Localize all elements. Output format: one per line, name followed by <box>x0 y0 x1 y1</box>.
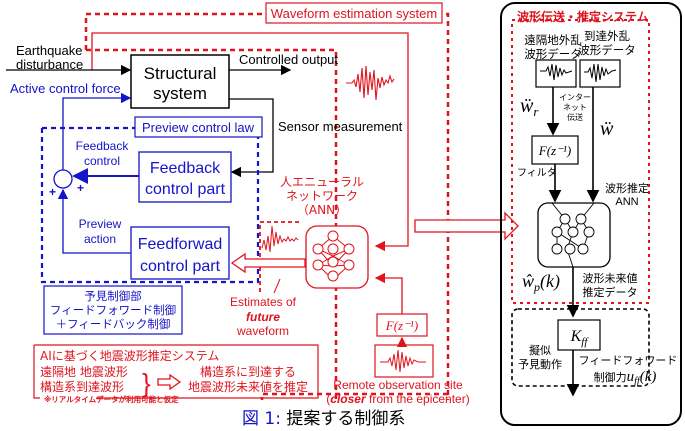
arrival-data-label-2: 波形データ <box>578 43 636 57</box>
estimates-label-1: Estimates of <box>230 295 297 309</box>
arrival-data-waveform-box <box>579 59 621 88</box>
preview-control-law-box <box>134 116 263 138</box>
structural-system-label-2: system <box>153 84 207 103</box>
future-waveform-icon <box>261 225 299 253</box>
sensor-measurement-line <box>229 98 274 178</box>
ann-label-3: （ANN） <box>297 203 347 217</box>
remote-filter-label: F(z⁻¹) <box>385 318 418 333</box>
summing-junction <box>53 169 73 189</box>
feedforward-part-label-1: Feedforwad <box>138 236 223 253</box>
right-filter-label: F(z⁻¹) <box>538 143 571 158</box>
wr-symbol: ẅr <box>520 95 539 119</box>
pseudo-preview-label-1: 擬似 <box>529 343 551 357</box>
earthquake-label-line2: disturbance <box>16 57 83 72</box>
estimate-dashed-box <box>259 221 300 292</box>
active-control-force-label: Active control force <box>10 81 121 96</box>
waveform-inner-dashed-top <box>86 48 338 400</box>
feedback-control-label-2: control <box>84 154 120 168</box>
ai-output-2: 地震波形未来値を推定 <box>188 379 308 394</box>
active-control-force-arrow <box>62 92 132 170</box>
plus-sign-right: + <box>77 181 84 195</box>
ai-system-box <box>33 344 319 399</box>
right-panel-title: 波形伝送・推定システム <box>517 9 649 24</box>
feedback-part-label-2: control part <box>145 181 226 198</box>
waveform-system-label-box <box>265 2 443 24</box>
preview-jp-box <box>43 285 183 335</box>
kff-label: Kff <box>570 328 590 348</box>
remote-site-label-2: (closer from the epicenter) <box>326 392 469 406</box>
wp-symbol: ŵp(k) <box>522 271 560 294</box>
preview-jp-label-1: 予見制御部 <box>84 289 142 303</box>
ann-label-1: 人エニューラル <box>280 175 364 189</box>
preview-jp-label-3: ＋フィードバック制御 <box>56 317 171 331</box>
kff-block <box>557 319 601 351</box>
estimate-hollow-arrow <box>230 252 306 274</box>
preview-action-arrow <box>57 188 131 254</box>
preview-action-label-1: Preview <box>79 217 122 231</box>
sensor-measurement-label: Sensor measurement <box>278 119 403 134</box>
feedforward-control-part-block <box>130 226 230 280</box>
ai-input-1: 遠隔地 地震波形 <box>40 365 128 379</box>
remote-site-label-1: Remote observation site <box>333 378 463 392</box>
remote-data-waveform-box <box>535 59 577 88</box>
figure-caption: 図 1: 提案する制御系 <box>242 409 405 429</box>
waveform-system-label: Waveform estimation system <box>271 6 437 21</box>
measured-waveform-icon <box>346 65 395 101</box>
right-ann-neural-net-icon <box>551 202 595 268</box>
preview-control-law-label: Preview control law <box>142 120 255 135</box>
remote-data-label-2: 波形データ <box>524 47 582 61</box>
remote-data-waveform-icon <box>540 63 573 81</box>
waveform-ann-label-1: 波形推定 <box>605 181 649 195</box>
structural-system-label-1: Structural <box>144 64 217 83</box>
ff-force-label-1: フィードフォワード <box>579 354 678 367</box>
preview-control-law-boundary <box>40 126 260 284</box>
w-symbol: ẅ <box>600 118 614 140</box>
internet-label-1: インター <box>559 93 591 102</box>
arrival-data-label-1: 到達外乱 <box>584 29 630 43</box>
earthquake-label-line1: Earthquake <box>16 43 83 58</box>
arrival-data-waveform-icon <box>584 63 617 83</box>
waveform-ann-label-2: ANN <box>615 196 638 208</box>
remote-waveform-box <box>374 344 434 378</box>
remote-data-label-1: 遠隔地外乱 <box>524 33 582 47</box>
preview-jp-label-2: フィードフォワード制御 <box>50 303 176 317</box>
filter-to-ann-arrow <box>374 272 403 314</box>
ff-force-label-2: 制御力uff(k) <box>594 369 657 387</box>
ann-block <box>305 225 369 289</box>
sensor-to-ann-line <box>91 32 409 252</box>
ann-neural-net-icon <box>312 230 355 282</box>
ai-note: ※リアルタイムデータが利用可能と仮定 <box>44 394 179 404</box>
ai-hollow-arrow <box>157 373 182 391</box>
structural-system-block <box>130 54 230 109</box>
feedforward-part-label-2: control part <box>140 258 221 275</box>
internet-label-3: 伝送 <box>567 112 583 122</box>
preview-action-label-2: action <box>84 232 116 246</box>
ai-brace: } <box>142 368 151 398</box>
feedback-part-label-1: Feedback <box>150 160 221 177</box>
feedback-control-label-1: Feedback <box>76 139 130 153</box>
right-filter-block <box>531 135 579 165</box>
estimates-label-3: waveform <box>236 324 289 338</box>
ai-output-1: 構造系に到達する <box>200 365 296 379</box>
ai-system-title: AIに基づく地震波形推定システム <box>40 348 219 363</box>
ann-label-2: ネットワーク <box>286 189 358 203</box>
transfer-hollow-arrow <box>414 211 519 241</box>
future-data-label-1: 波形未来値 <box>583 272 638 285</box>
right-panel-frame <box>500 2 682 426</box>
feedback-control-part-block <box>138 151 232 203</box>
estimates-label-2: future <box>246 310 280 324</box>
internet-label-2: ネット <box>563 103 587 112</box>
remote-waveform-icon <box>380 349 426 373</box>
plus-sign-bottom: + <box>49 185 56 199</box>
estimate-pointer-line <box>273 278 281 294</box>
ai-input-2: 構造系到達波形 <box>40 380 124 394</box>
controlled-output-label: Controlled output <box>239 52 338 67</box>
filter-jp-label: フィルタ <box>517 167 557 179</box>
pseudo-preview-label-2: 予見動作 <box>518 357 562 371</box>
future-data-label-2: 推定データ <box>583 285 638 299</box>
